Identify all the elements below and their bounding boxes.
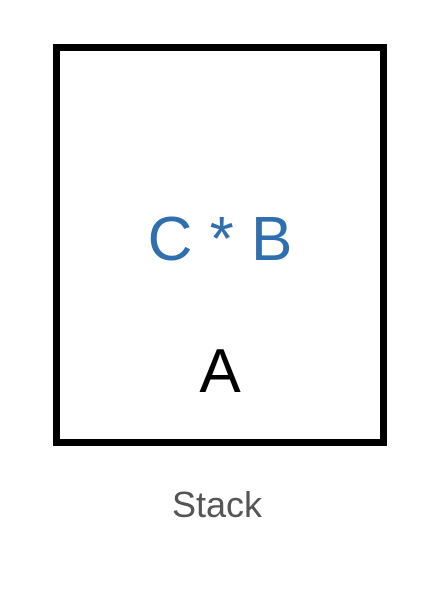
stack-item-top: C * B xyxy=(147,205,293,274)
stack-item-bottom: A xyxy=(199,337,241,406)
stack-caption: Stack xyxy=(171,484,263,525)
stack-frame: C * B A xyxy=(53,44,387,446)
